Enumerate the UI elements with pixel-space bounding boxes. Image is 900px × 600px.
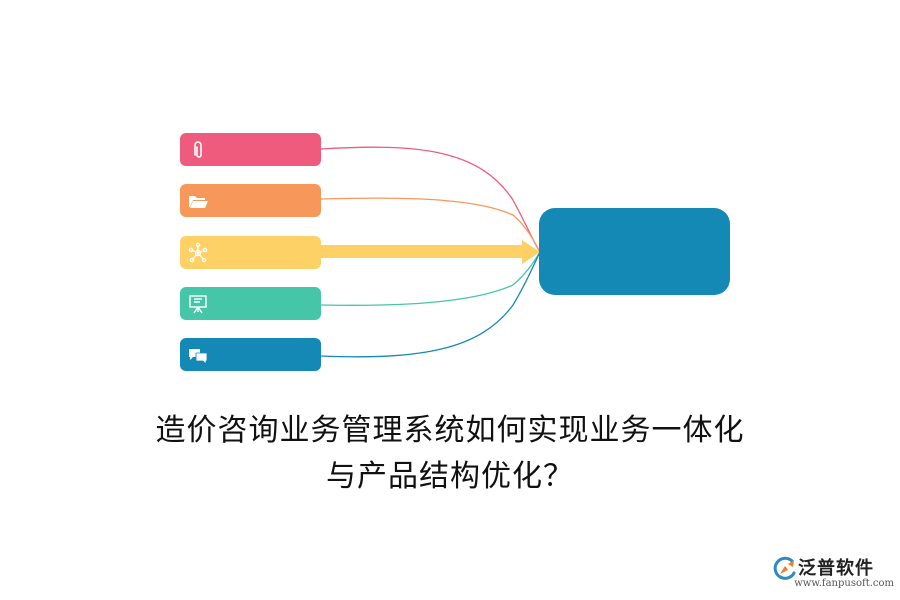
title-line-2: 与产品结构优化？ bbox=[326, 459, 574, 494]
paperclip-icon bbox=[194, 140, 202, 158]
fanpu-logo-icon bbox=[773, 556, 796, 580]
connector-line-2 bbox=[320, 197, 541, 253]
diagram-item-3 bbox=[180, 236, 321, 269]
target-box bbox=[539, 208, 730, 295]
page-title: 造价咨询业务管理系统如何实现业务一体化 与产品结构优化？ bbox=[60, 408, 840, 500]
folder-icon bbox=[189, 195, 208, 208]
connector-line-4 bbox=[320, 251, 541, 306]
presentation-board-icon bbox=[189, 294, 207, 313]
diagram-item-2 bbox=[180, 184, 321, 217]
chat-bubbles-icon bbox=[189, 348, 208, 365]
network-icon bbox=[188, 242, 208, 262]
brand-logo: 泛普软件 www.fanpusoft.com bbox=[768, 552, 894, 592]
title-line-1: 造价咨询业务管理系统如何实现业务一体化 bbox=[155, 413, 745, 448]
arrow-head bbox=[522, 240, 540, 264]
arrow-shaft bbox=[321, 245, 525, 258]
logo-name: 泛普软件 bbox=[798, 558, 874, 579]
diagram-item-5 bbox=[180, 338, 321, 371]
connector-line-5 bbox=[320, 251, 541, 358]
logo-url: www.fanpusoft.com bbox=[794, 578, 894, 589]
diagram-item-1 bbox=[180, 133, 321, 166]
diagram-item-4 bbox=[180, 287, 321, 320]
